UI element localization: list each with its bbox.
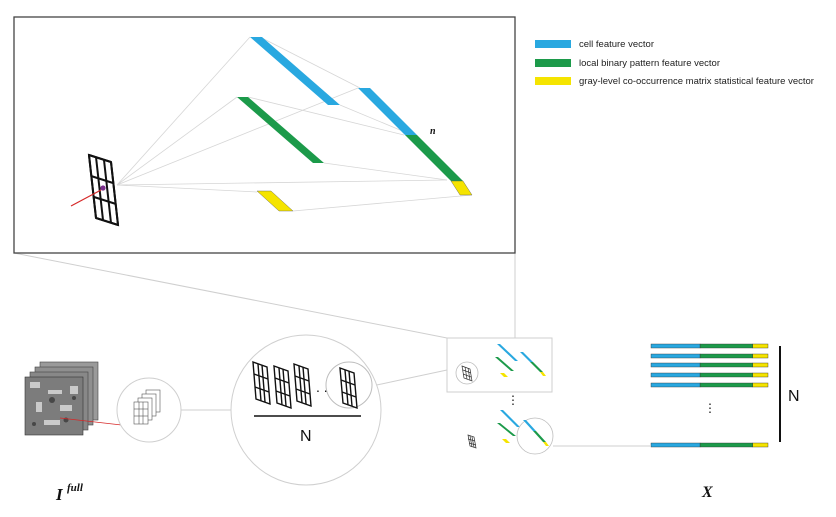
input-image-label: I <box>55 485 64 504</box>
horizontal-ellipsis: . . <box>316 379 328 395</box>
vertical-ellipsis-matrix: ⋮ <box>704 401 716 415</box>
center-cell-marker <box>100 185 106 191</box>
connector-lines <box>13 252 650 447</box>
zoom-detail-box <box>13 16 516 254</box>
legend-swatch-lbp <box>535 59 571 67</box>
feature-matrix-label: X <box>701 484 713 501</box>
matrix-row-segment <box>699 353 753 359</box>
matrix-row-segment <box>650 372 701 378</box>
matrix-row-segment <box>650 382 701 388</box>
grid-thumbnail-icon-2 <box>467 434 477 449</box>
matrix-row-segment <box>752 442 769 448</box>
feature-matrix <box>650 343 769 448</box>
legend-swatch-glcm <box>535 77 571 85</box>
grid-icon-1 <box>252 360 271 406</box>
tile-stack-icon <box>133 389 161 425</box>
legend-swatch-cell <box>535 40 571 48</box>
glcm-feature-vector-bar <box>256 190 294 212</box>
matrix-row-segment <box>752 353 769 359</box>
matrix-row-segment <box>650 353 701 359</box>
grids-magnifier-circle <box>230 334 382 486</box>
matrix-row-segment <box>699 362 753 368</box>
input-image-stack <box>24 361 149 436</box>
matrix-row-segment <box>752 343 769 349</box>
grids-count-label: N <box>300 428 312 445</box>
legend-label-glcm: gray-level co-occurrence matrix statisti… <box>579 76 814 87</box>
matrix-row-segment <box>752 382 769 388</box>
cell-feature-vector-bar <box>250 37 340 105</box>
grid-thumbnail-icon <box>461 365 473 382</box>
mini-vectors-group-1 <box>495 344 546 377</box>
matrix-row-segment <box>650 362 701 368</box>
vector-length-label: n <box>430 126 436 137</box>
legend-label-cell: cell feature vector <box>579 39 654 50</box>
vertical-ellipsis-vectors: ⋮ <box>507 393 519 407</box>
lbp-feature-vector-bar <box>237 97 324 163</box>
pointer-line <box>70 189 102 207</box>
fan-lines <box>116 36 473 212</box>
matrix-row-segment <box>650 343 701 349</box>
matrix-row-segment <box>752 372 769 378</box>
grid-icon-3 <box>293 362 312 408</box>
input-image-superscript: full <box>67 482 84 494</box>
matrix-row-segment <box>699 343 753 349</box>
concatenated-feature-vector <box>358 88 473 196</box>
matrix-row-segment <box>650 442 701 448</box>
matrix-row-segment <box>699 372 753 378</box>
matrix-rows-label: N <box>788 388 800 405</box>
matrix-row-segment <box>699 442 753 448</box>
mini-vectors-group-2 <box>497 410 520 443</box>
legend-label-lbp: local binary pattern feature vector <box>579 58 720 69</box>
concat-vector-circle <box>516 417 554 455</box>
matrix-row-segment <box>752 362 769 368</box>
grid-icon-2 <box>273 364 292 410</box>
mini-concat-vector <box>523 420 549 446</box>
legend: cell feature vector local binary pattern… <box>535 39 814 87</box>
matrix-row-segment <box>699 382 753 388</box>
grid-icon-selected <box>339 366 358 410</box>
